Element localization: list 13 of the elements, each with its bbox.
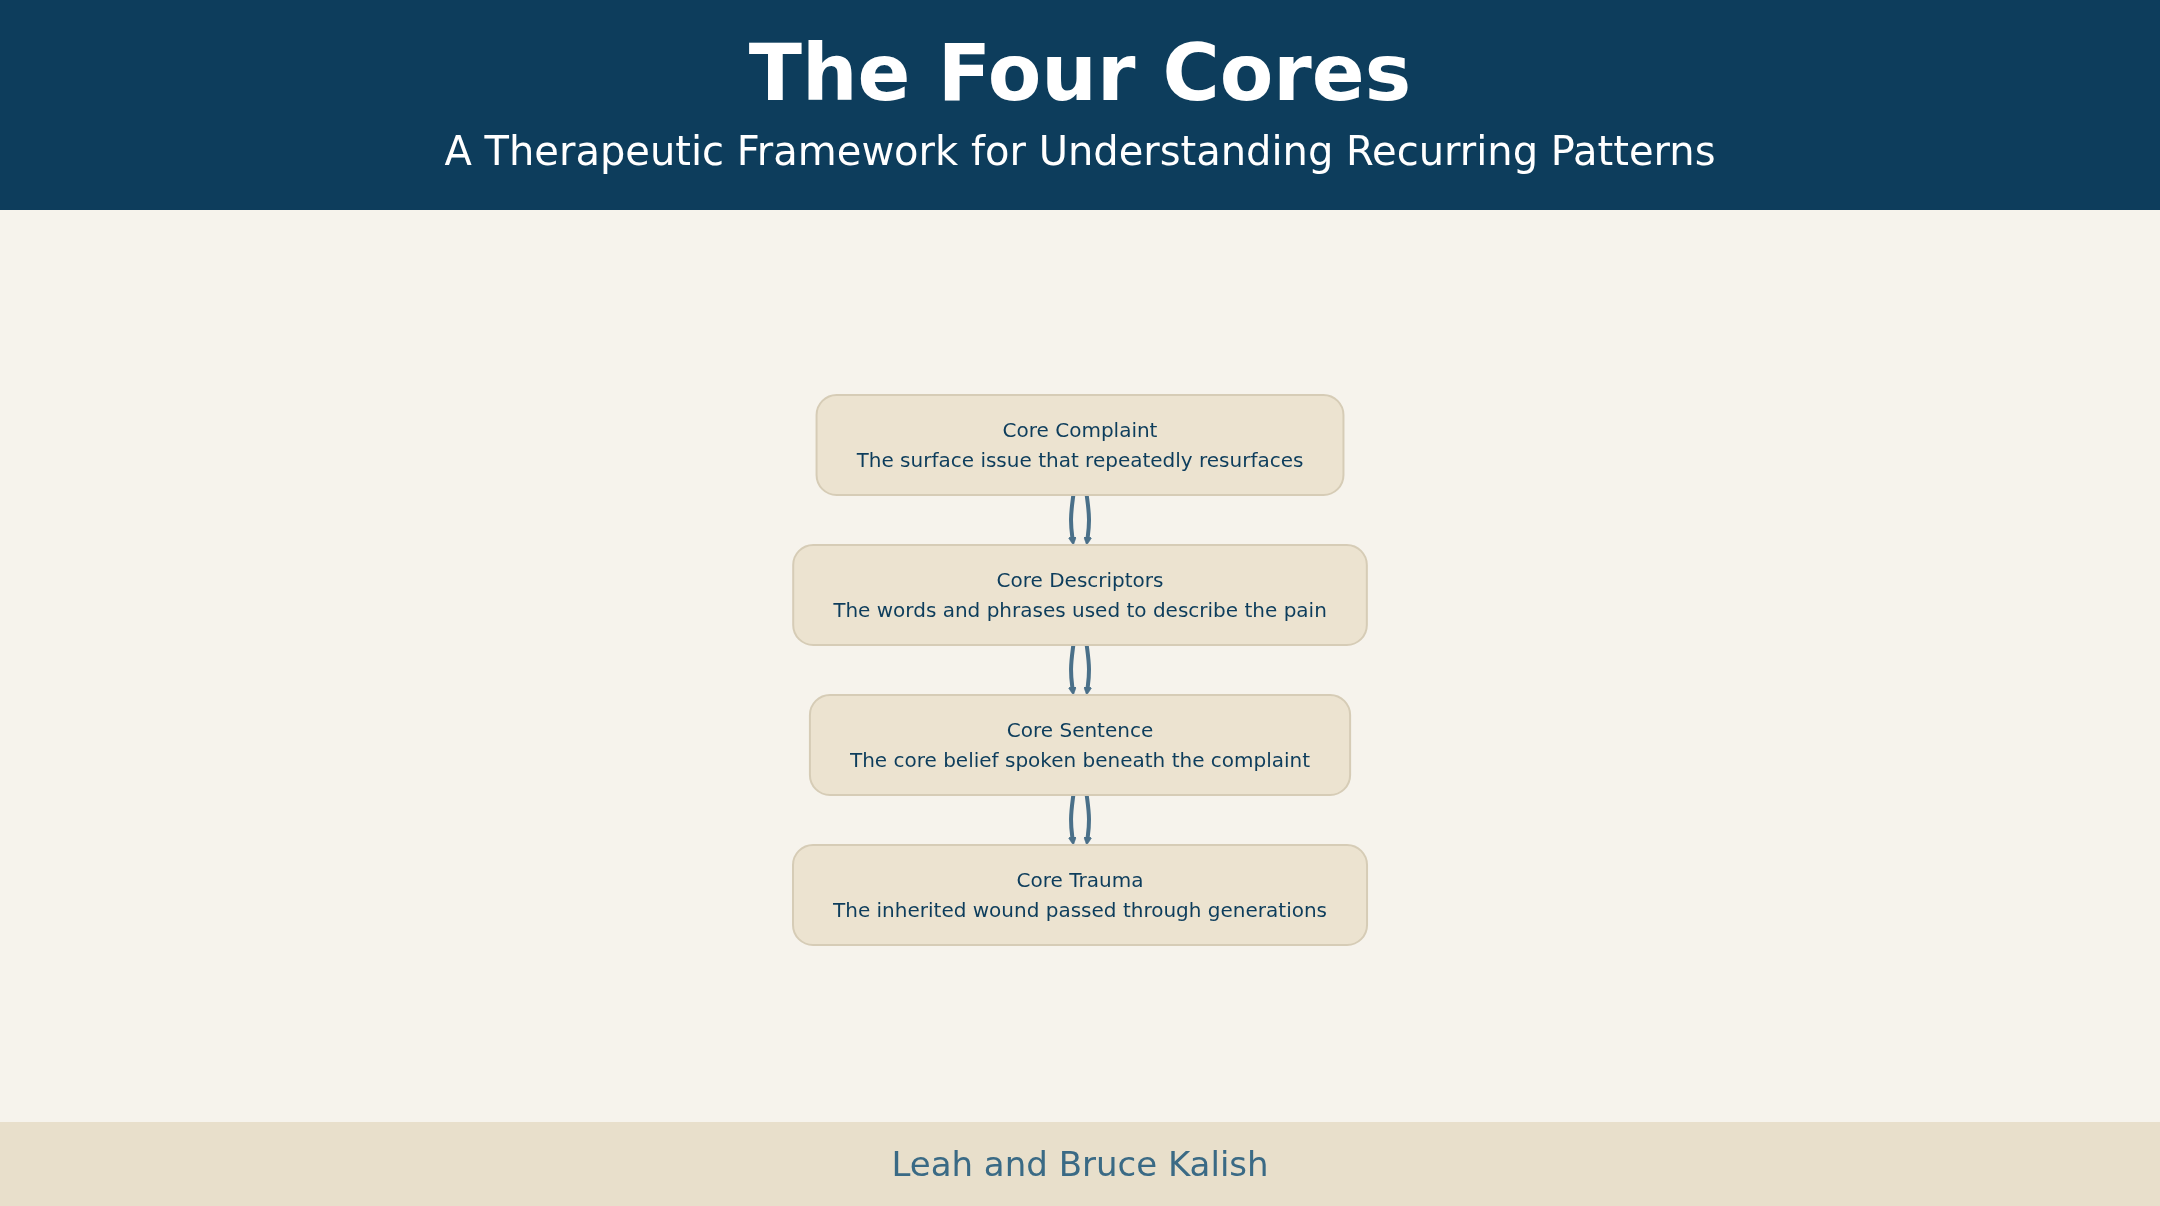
arrow bbox=[1083, 644, 1093, 696]
arrow bbox=[1083, 794, 1093, 846]
arrow bbox=[1067, 494, 1077, 546]
node-box: Core Complaint The surface issue that repeatedly resurfaces bbox=[815, 394, 1345, 496]
title: The Four Cores bbox=[747, 28, 1413, 118]
subtitle: A Therapeutic Framework for Understanding Recurring Patterns bbox=[443, 128, 1717, 174]
arrow bbox=[1083, 494, 1093, 546]
arrow bbox=[1067, 794, 1077, 846]
node-box: Core Descriptors The words and phrases used to describe the pain bbox=[792, 544, 1368, 646]
node-box: Core Trauma The inherited wound passed through generations bbox=[792, 844, 1368, 946]
arrow bbox=[1067, 644, 1077, 696]
credit-text: Leah and Bruce Kalish bbox=[890, 1144, 1270, 1184]
node-box: Core Sentence The core belief spoken beneath the complaint bbox=[808, 694, 1352, 796]
